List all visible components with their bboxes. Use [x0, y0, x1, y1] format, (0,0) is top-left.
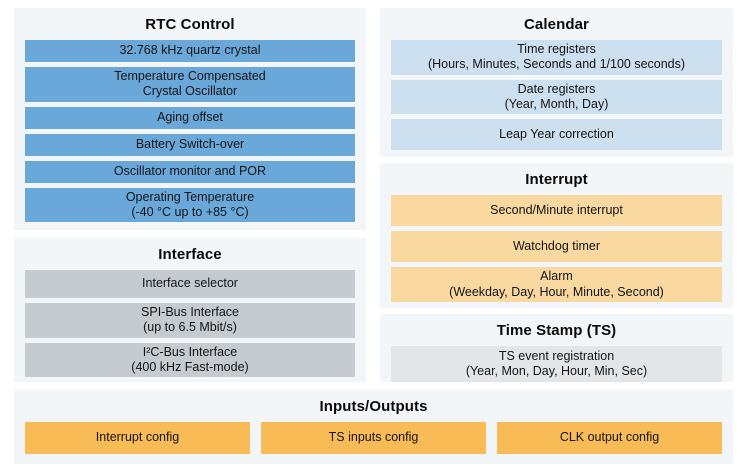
bar-oscillator-monitor-por: Oscillator monitor and POR — [25, 160, 355, 183]
bar-battery-switchover: Battery Switch-over — [25, 133, 355, 156]
bar-spi-bus: SPI-Bus Interface (up to 6.5 Mbit/s) — [25, 303, 355, 338]
bar-interface-selector: Interface selector — [25, 270, 355, 298]
bar-aging-offset-label: Aging offset — [157, 109, 223, 124]
bar-ts-event-registration: TS event registration (Year, Mon, Day, H… — [391, 346, 722, 382]
bar-interrupt-config-label: Interrupt config — [95, 430, 180, 445]
bar-oscillator-monitor-por-label: Oscillator monitor and POR — [113, 163, 267, 178]
bar-tcxo: Temperature Compensated Crystal Oscillat… — [25, 67, 355, 102]
bar-i2c-bus-line2: (400 kHz Fast-mode) — [131, 359, 249, 374]
bar-ts-event-registration-line1: TS event registration — [498, 348, 615, 363]
section-interrupt: Interrupt Second/Minute interrupt Watchd… — [380, 163, 733, 308]
inputs-outputs-bars: Interrupt config TS inputs config CLK ou… — [25, 422, 722, 454]
section-time-stamp: Time Stamp (TS) TS event registration (Y… — [380, 314, 733, 382]
rtc-control-title: RTC Control — [145, 16, 235, 33]
bar-time-registers: Time registers (Hours, Minutes, Seconds … — [391, 40, 722, 75]
bar-date-registers-line2: (Year, Month, Day) — [504, 96, 609, 111]
rtc-control-bars: 32.768 kHz quartz crystal Temperature Co… — [25, 40, 355, 222]
bar-i2c-bus-line1: I²C-Bus Interface — [142, 344, 238, 359]
bar-watchdog-timer: Watchdog timer — [391, 231, 722, 262]
interrupt-title: Interrupt — [525, 171, 588, 188]
bar-second-minute-interrupt-label: Second/Minute interrupt — [490, 202, 623, 217]
bar-clk-output-config: CLK output config — [497, 422, 722, 454]
bar-ts-inputs-config-label: TS inputs config — [328, 430, 419, 445]
bar-battery-switchover-label: Battery Switch-over — [135, 136, 245, 151]
section-inputs-outputs: Inputs/Outputs Interrupt config TS input… — [14, 390, 733, 464]
bar-date-registers: Date registers (Year, Month, Day) — [391, 79, 722, 114]
bar-ts-inputs-config: TS inputs config — [261, 422, 486, 454]
bar-interface-selector-label: Interface selector — [142, 276, 238, 291]
section-rtc-control: RTC Control 32.768 kHz quartz crystal Te… — [14, 8, 366, 230]
bar-time-registers-line1: Time registers — [517, 42, 596, 56]
bar-i2c-bus: I²C-Bus Interface (400 kHz Fast-mode) — [25, 342, 355, 377]
bar-tcxo-line1: Temperature Compensated — [114, 69, 266, 83]
bar-quartz-crystal: 32.768 kHz quartz crystal — [25, 40, 355, 62]
time-stamp-title: Time Stamp (TS) — [496, 322, 617, 339]
bar-second-minute-interrupt: Second/Minute interrupt — [391, 195, 722, 226]
section-calendar: Calendar Time registers (Hours, Minutes,… — [380, 8, 733, 157]
calendar-bars: Time registers (Hours, Minutes, Seconds … — [391, 40, 722, 150]
bar-leap-year-correction: Leap Year correction — [391, 119, 722, 150]
bar-quartz-crystal-label: 32.768 kHz quartz crystal — [119, 43, 261, 58]
calendar-title: Calendar — [524, 16, 589, 33]
bar-alarm-line2: (Weekday, Day, Hour, Minute, Second) — [449, 284, 664, 299]
inputs-outputs-title: Inputs/Outputs — [319, 398, 428, 415]
bar-alarm: Alarm (Weekday, Day, Hour, Minute, Secon… — [391, 267, 722, 302]
bar-clk-output-config-label: CLK output config — [559, 430, 660, 445]
bar-interrupt-config: Interrupt config — [25, 422, 250, 454]
bar-alarm-line1: Alarm — [540, 269, 573, 284]
bar-watchdog-timer-label: Watchdog timer — [512, 238, 601, 253]
interrupt-bars: Second/Minute interrupt Watchdog timer A… — [391, 195, 722, 302]
bar-spi-bus-line1: SPI-Bus Interface — [141, 305, 239, 319]
interface-title: Interface — [158, 246, 222, 263]
bar-operating-temperature-line1: Operating Temperature — [125, 189, 255, 204]
time-stamp-bars: TS event registration (Year, Mon, Day, H… — [391, 346, 722, 382]
bar-aging-offset: Aging offset — [25, 106, 355, 129]
bar-spi-bus-line2: (up to 6.5 Mbit/s) — [143, 320, 237, 335]
bar-operating-temperature-line2: (-40 °C up to +85 °C) — [131, 204, 249, 219]
bar-date-registers-line1: Date registers — [517, 81, 596, 96]
interface-bars: Interface selector SPI-Bus Interface (up… — [25, 270, 355, 377]
bar-time-registers-line2: (Hours, Minutes, Seconds and 1/100 secon… — [427, 57, 686, 72]
section-interface: Interface Interface selector SPI-Bus Int… — [14, 238, 366, 382]
bar-operating-temperature: Operating Temperature (-40 °C up to +85 … — [25, 187, 355, 222]
bar-ts-event-registration-line2: (Year, Mon, Day, Hour, Min, Sec) — [465, 364, 648, 378]
bar-leap-year-correction-label: Leap Year correction — [499, 126, 614, 141]
bar-tcxo-line2: Crystal Oscillator — [142, 84, 238, 99]
